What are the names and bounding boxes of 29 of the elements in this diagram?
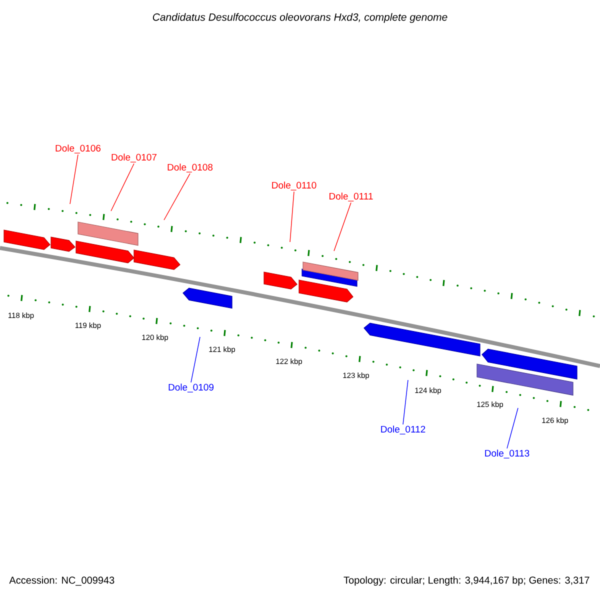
leader-line [334,202,352,252]
leader-line [190,336,200,383]
gene-label: Dole_0106 [56,144,101,154]
footer-text: Topology: circular; Length: 3,944,167 bp; Genes: 3,317 [344,576,590,586]
gene-block [298,280,354,302]
gene-label: Dole_0112 [381,426,426,434]
gene-label: Dole_0107 [112,154,156,162]
leader-line [290,191,294,242]
gene-label: Dole_0108 [168,164,213,172]
footer-text: Accession: NC_009943 [9,576,114,586]
gene-label: Dole_0113 [485,450,530,458]
gene-block [482,348,578,380]
title: Candidatus Desulfococcus oleovorans Hxd3, complete genome [152,13,448,23]
leader-line [164,173,190,220]
gene-block [182,288,232,309]
leader-line [402,380,408,425]
leader-line [506,408,518,449]
gene-label: Dole_0110 [272,182,316,190]
gene-label: Dole_0109 [168,384,214,392]
leader-line [70,154,78,204]
gene-bar [78,222,138,246]
gene-block [364,322,480,356]
gene-block [264,272,298,290]
gene-bar [302,262,358,281]
gene-block [134,250,180,270]
gene-bar [476,364,574,396]
gene-block [50,236,76,252]
leader-line [110,163,134,212]
gene-label: Dole_0111 [330,192,373,202]
